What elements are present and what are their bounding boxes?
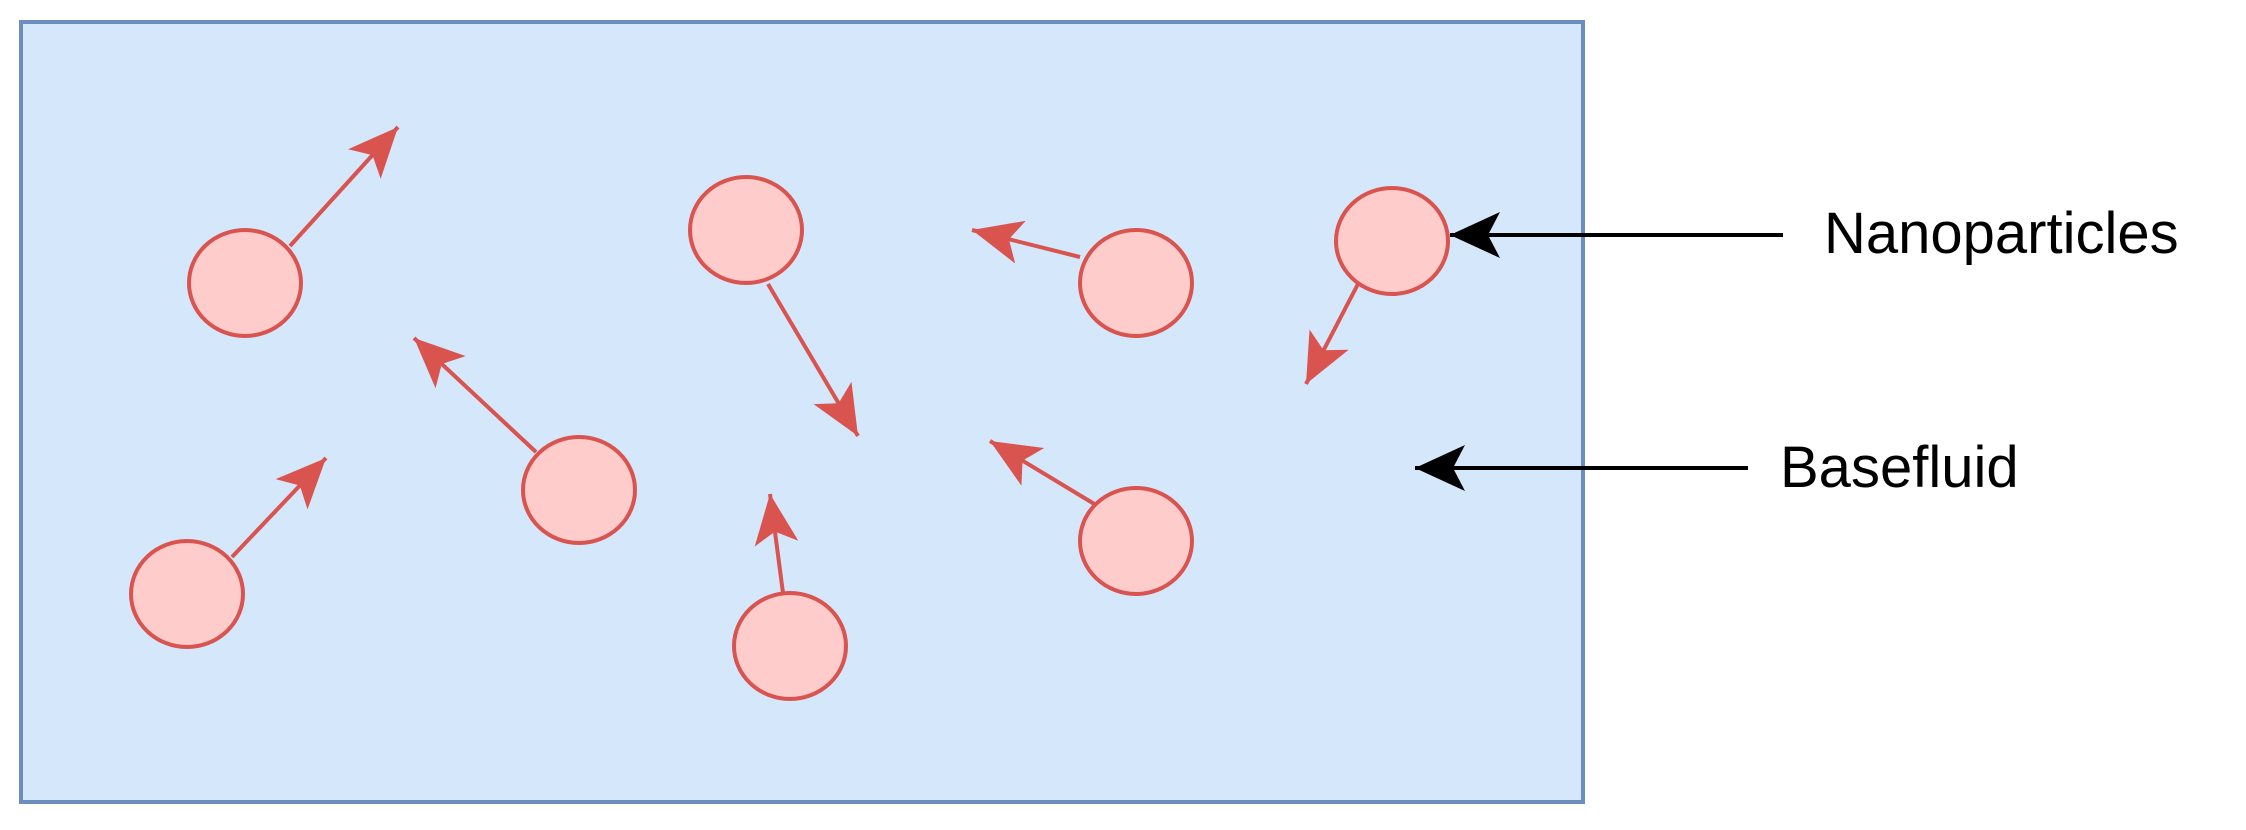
nanoparticle-7 [732, 493, 848, 701]
nanoparticle-1 [187, 125, 400, 338]
nanoparticle-6 [129, 456, 328, 649]
motion-arrow [971, 220, 1081, 264]
motion-arrow [230, 456, 328, 559]
particle-circle [732, 591, 848, 701]
basefluid-label: Basefluid [1780, 435, 2019, 500]
nanoparticles-label: Nanoparticles [1824, 201, 2179, 266]
particle-circle [1334, 186, 1450, 296]
nanoparticle-3 [971, 220, 1194, 338]
particle-circle [521, 435, 637, 545]
motion-arrow [1304, 283, 1360, 385]
nanoparticle-4 [1304, 186, 1450, 385]
motion-arrow [754, 493, 799, 594]
nanoparticle-5 [412, 336, 637, 545]
particle-circle [1078, 228, 1194, 338]
particle-circle [187, 228, 303, 338]
particle-circle [1078, 486, 1194, 596]
motion-arrow [288, 125, 400, 248]
motion-arrow [988, 439, 1098, 507]
nanoparticle-8 [988, 439, 1194, 596]
motion-arrow [412, 336, 538, 454]
particle-circle [688, 175, 804, 285]
motion-arrow [766, 282, 860, 438]
particle-circle [129, 539, 245, 649]
nanoparticle-2 [688, 175, 860, 438]
